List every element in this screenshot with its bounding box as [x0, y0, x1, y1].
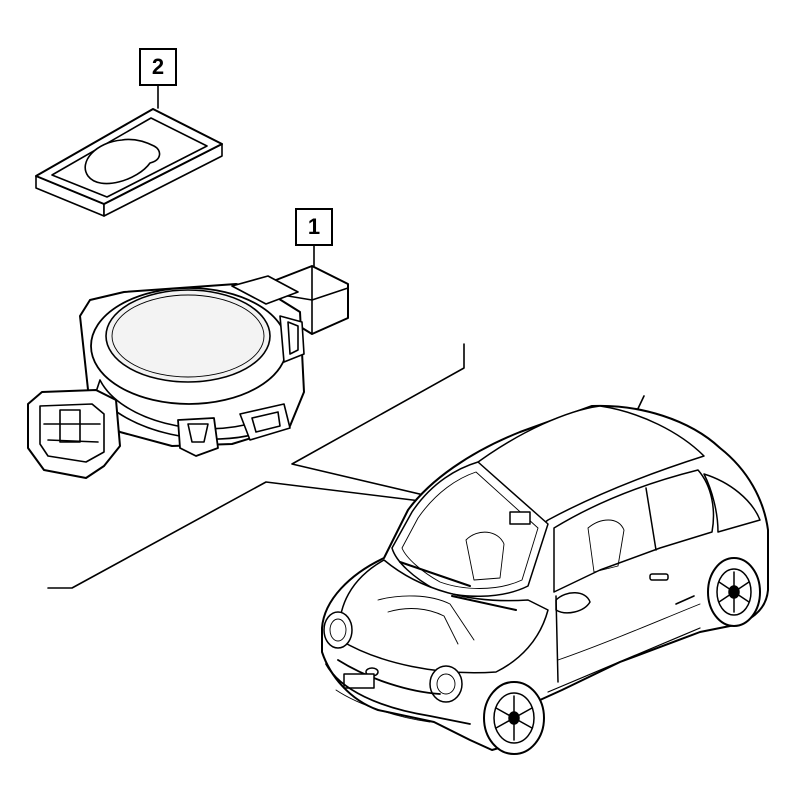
leader-line-sensor-location — [291, 343, 497, 513]
callout-1: 1 — [295, 208, 333, 246]
sensor-part — [27, 245, 349, 479]
callout-2-label: 2 — [151, 54, 165, 79]
car-illustration — [321, 404, 769, 755]
leader-line-windshield — [47, 481, 495, 589]
callout-1-label: 1 — [307, 214, 321, 239]
callout-2: 2 — [139, 48, 177, 86]
adhesive-pad — [35, 85, 223, 217]
